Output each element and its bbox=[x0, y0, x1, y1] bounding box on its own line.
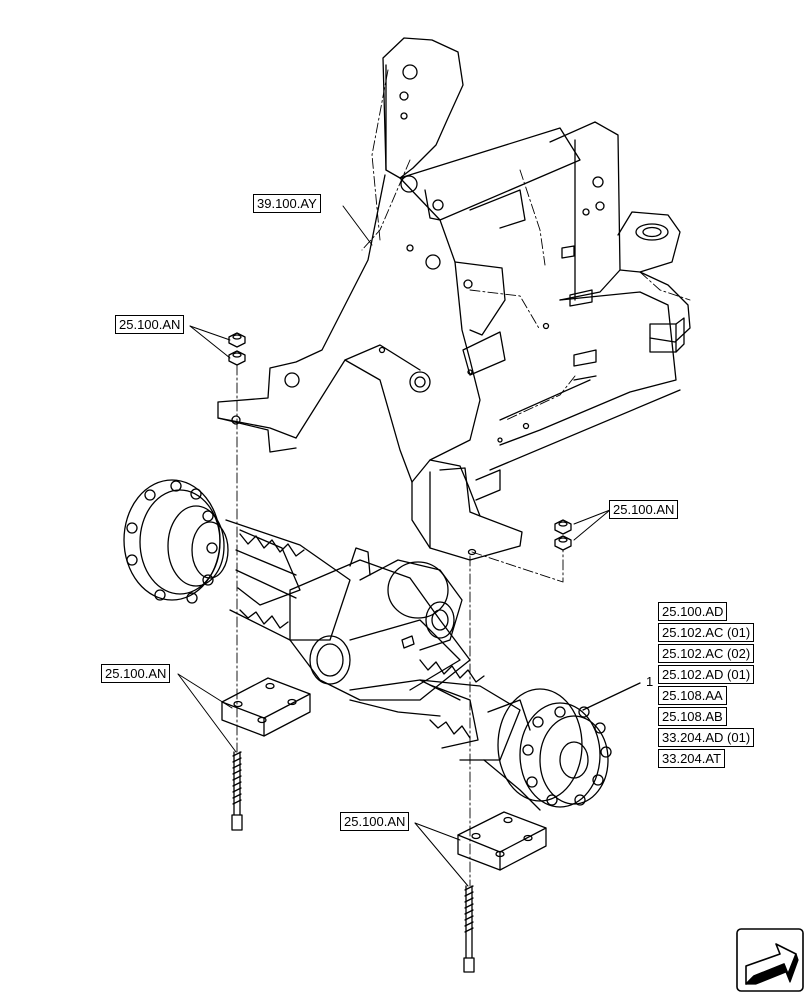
ref-label-plate-right[interactable]: 25.100.AN bbox=[340, 812, 410, 831]
front-axle-assembly bbox=[123, 479, 641, 811]
axle-ref-label[interactable]: 25.108.AA bbox=[658, 686, 727, 705]
bolt-right bbox=[463, 885, 475, 973]
bolt-left bbox=[231, 751, 243, 831]
axle-ref-label[interactable]: 25.102.AD (01) bbox=[658, 665, 755, 684]
axle-ref-label[interactable]: 33.204.AD (01) bbox=[658, 728, 755, 747]
ref-label-nuts-right[interactable]: 25.100.AN bbox=[609, 500, 679, 519]
nuts-top-left bbox=[228, 332, 246, 366]
mount-plate-left bbox=[221, 677, 311, 737]
nuts-right bbox=[554, 519, 572, 551]
axle-ref-label[interactable]: 25.100.AD bbox=[658, 602, 728, 621]
mount-plate-right bbox=[457, 811, 547, 871]
axle-ref-label[interactable]: 25.102.AC (01) bbox=[658, 623, 755, 642]
axle-ref-label[interactable]: 25.108.AB bbox=[658, 707, 727, 726]
loader-frame bbox=[217, 37, 691, 561]
axle-ref-label[interactable]: 25.102.AC (02) bbox=[658, 644, 755, 663]
ref-label-nuts-top-left[interactable]: 25.100.AN bbox=[115, 315, 185, 334]
leader-lines bbox=[177, 205, 611, 887]
ref-label-plate-left[interactable]: 25.100.AN bbox=[101, 664, 171, 683]
axle-ref-label[interactable]: 33.204.AT bbox=[658, 749, 726, 768]
ref-label-frame[interactable]: 39.100.AY bbox=[253, 194, 321, 213]
assembly-centerlines bbox=[236, 69, 691, 887]
next-page-arrow-icon[interactable] bbox=[736, 928, 804, 992]
item-number-axle: 1 bbox=[646, 674, 654, 689]
